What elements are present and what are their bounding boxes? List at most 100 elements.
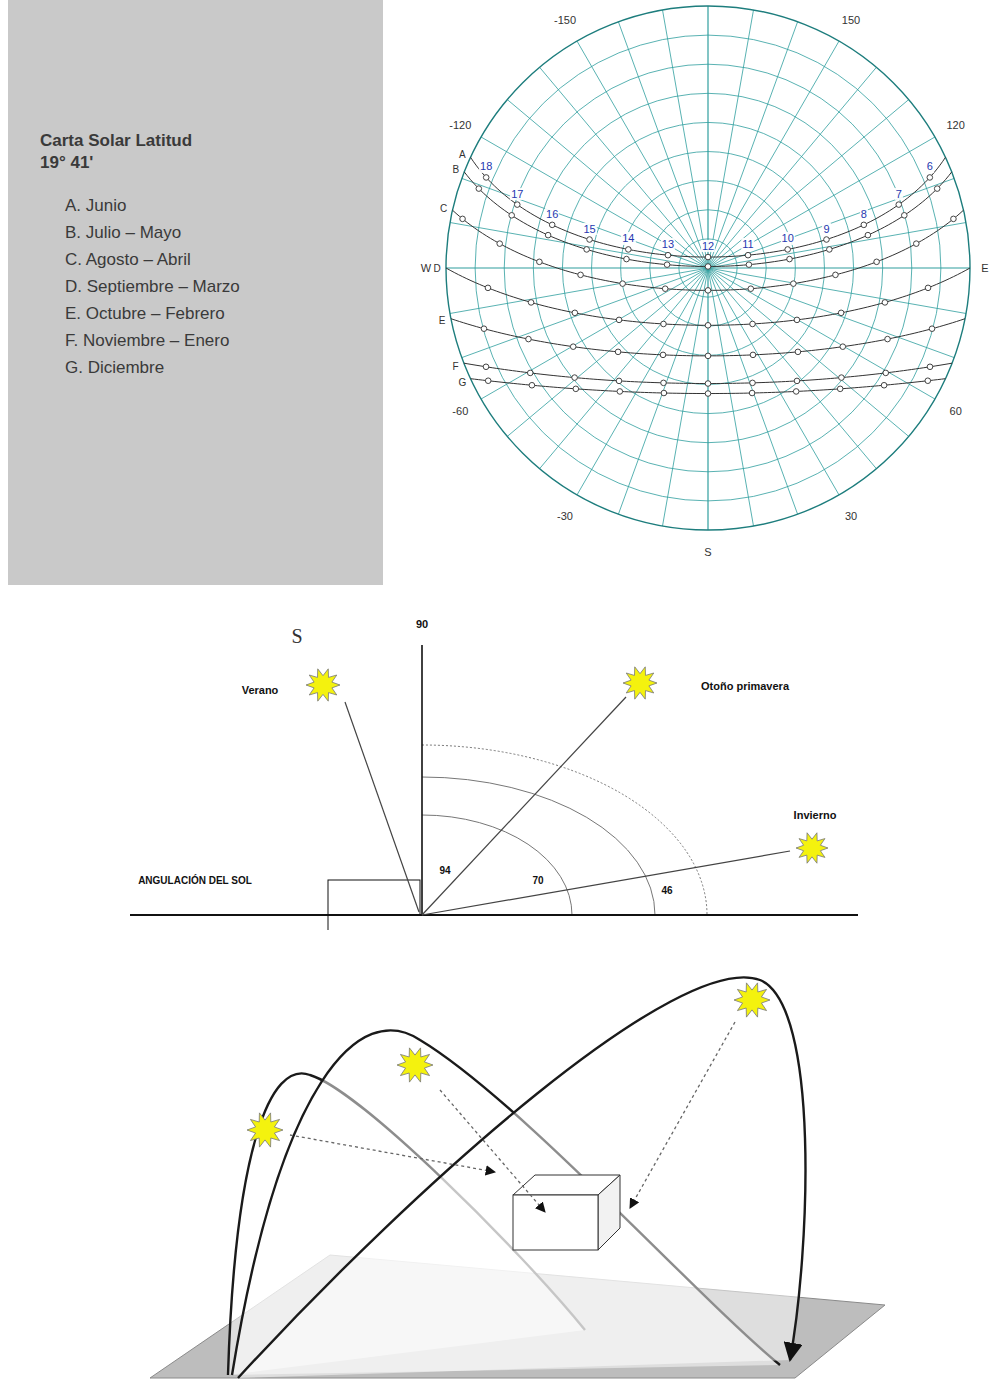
sun-path-curve xyxy=(452,210,963,290)
hour-marker xyxy=(705,353,711,359)
altitude-circle xyxy=(621,181,796,356)
hour-marker xyxy=(787,256,793,262)
hour-marker xyxy=(545,232,551,238)
axis-label: -120 xyxy=(448,119,472,131)
curve-letter: A xyxy=(458,148,467,159)
hour-label: 9 xyxy=(822,222,830,234)
curve-letter: D xyxy=(432,263,441,274)
month-item: D. Septiembre – Marzo xyxy=(65,273,373,300)
hour-marker xyxy=(750,380,756,386)
hour-marker xyxy=(925,378,931,384)
curve-letter: G xyxy=(457,377,467,388)
azimuth-line xyxy=(708,10,753,268)
hour-marker xyxy=(705,322,711,328)
sun-path-dome xyxy=(238,977,805,1378)
hour-marker xyxy=(537,259,543,265)
south-mark: S xyxy=(290,625,303,647)
hour-marker xyxy=(616,317,622,323)
hour-label: 10 xyxy=(781,232,795,244)
azimuth-line xyxy=(446,267,708,268)
hour-marker xyxy=(485,378,491,384)
hour-marker xyxy=(483,175,489,181)
sun-angle-diagram xyxy=(130,645,858,930)
azimuth-line xyxy=(708,267,970,268)
angle-value: 70 xyxy=(531,875,544,886)
azimuth-line xyxy=(708,268,966,313)
altitude-circle xyxy=(650,210,766,326)
hour-marker xyxy=(827,247,833,253)
hour-marker xyxy=(925,285,931,291)
altitude-circle xyxy=(679,239,737,297)
altitude-circle xyxy=(504,64,912,472)
hour-marker xyxy=(750,321,756,327)
axis-label: -60 xyxy=(451,405,469,417)
hour-label: 15 xyxy=(582,222,596,234)
hour-label: 11 xyxy=(741,238,754,250)
sun-ray-arrow xyxy=(630,1022,735,1208)
season-label: Verano xyxy=(241,684,280,696)
building xyxy=(328,880,420,915)
angle-arc xyxy=(422,815,572,915)
hour-marker xyxy=(660,352,666,358)
hour-marker xyxy=(874,259,880,265)
sun-icon xyxy=(397,1048,433,1082)
hour-marker xyxy=(483,364,489,370)
angle-value: 94 xyxy=(438,865,451,876)
panel-title: Carta Solar Latitud 19° 41' xyxy=(40,130,198,174)
legend-panel: Carta Solar Latitud 19° 41'A. JunioB. Ju… xyxy=(8,0,383,585)
hour-marker xyxy=(929,326,935,332)
hour-marker xyxy=(913,241,919,247)
sun-ray xyxy=(422,851,790,915)
hour-marker xyxy=(527,370,533,376)
azimuth-line xyxy=(707,268,708,530)
curve-letter: B xyxy=(452,163,461,174)
altitude-circle xyxy=(446,6,970,530)
tick xyxy=(328,915,329,930)
sun-icon xyxy=(623,667,657,699)
hour-marker xyxy=(705,288,711,294)
hour-marker xyxy=(839,375,845,381)
hour-marker xyxy=(885,336,891,342)
hour-marker xyxy=(883,370,889,376)
sun-chart-grid xyxy=(446,6,970,530)
season-label: Invierno xyxy=(793,809,838,821)
sun-ray xyxy=(422,697,626,915)
hour-marker xyxy=(746,262,752,268)
hour-marker xyxy=(794,378,800,384)
hour-marker xyxy=(927,364,933,370)
hour-label: 8 xyxy=(860,208,868,220)
hour-marker xyxy=(481,326,487,332)
hour-marker xyxy=(861,222,867,228)
hour-marker xyxy=(881,382,887,388)
hour-marker xyxy=(529,382,535,388)
hour-marker xyxy=(661,390,667,396)
month-item: E. Octubre – Febrero xyxy=(65,300,373,327)
month-item: G. Diciembre xyxy=(65,354,373,381)
sun-ray-arrow xyxy=(440,1090,545,1212)
sun-icon xyxy=(306,669,340,701)
hour-marker xyxy=(514,202,520,208)
hour-marker xyxy=(745,252,751,258)
hour-marker xyxy=(476,186,482,192)
hour-marker xyxy=(705,254,711,260)
hour-marker xyxy=(528,300,534,306)
vertical-axis xyxy=(421,645,423,915)
curve-letter: E xyxy=(438,315,447,326)
hour-marker xyxy=(705,391,711,397)
hour-marker xyxy=(549,222,555,228)
hour-marker xyxy=(934,186,940,192)
sun-paths xyxy=(446,157,970,396)
axis-label: 120 xyxy=(945,119,965,131)
hour-marker xyxy=(838,310,844,316)
sun-ray-arrow xyxy=(290,1135,495,1172)
altitude-circle xyxy=(475,35,941,501)
box-front xyxy=(513,1195,598,1250)
hour-marker xyxy=(705,264,711,270)
season-label: Otoño primavera xyxy=(700,680,790,692)
hour-marker xyxy=(526,336,532,342)
hour-marker xyxy=(824,237,830,243)
hour-marker xyxy=(927,175,933,181)
altitude-circle xyxy=(562,122,853,413)
hour-marker xyxy=(749,390,755,396)
sun-path-curve xyxy=(464,172,951,267)
